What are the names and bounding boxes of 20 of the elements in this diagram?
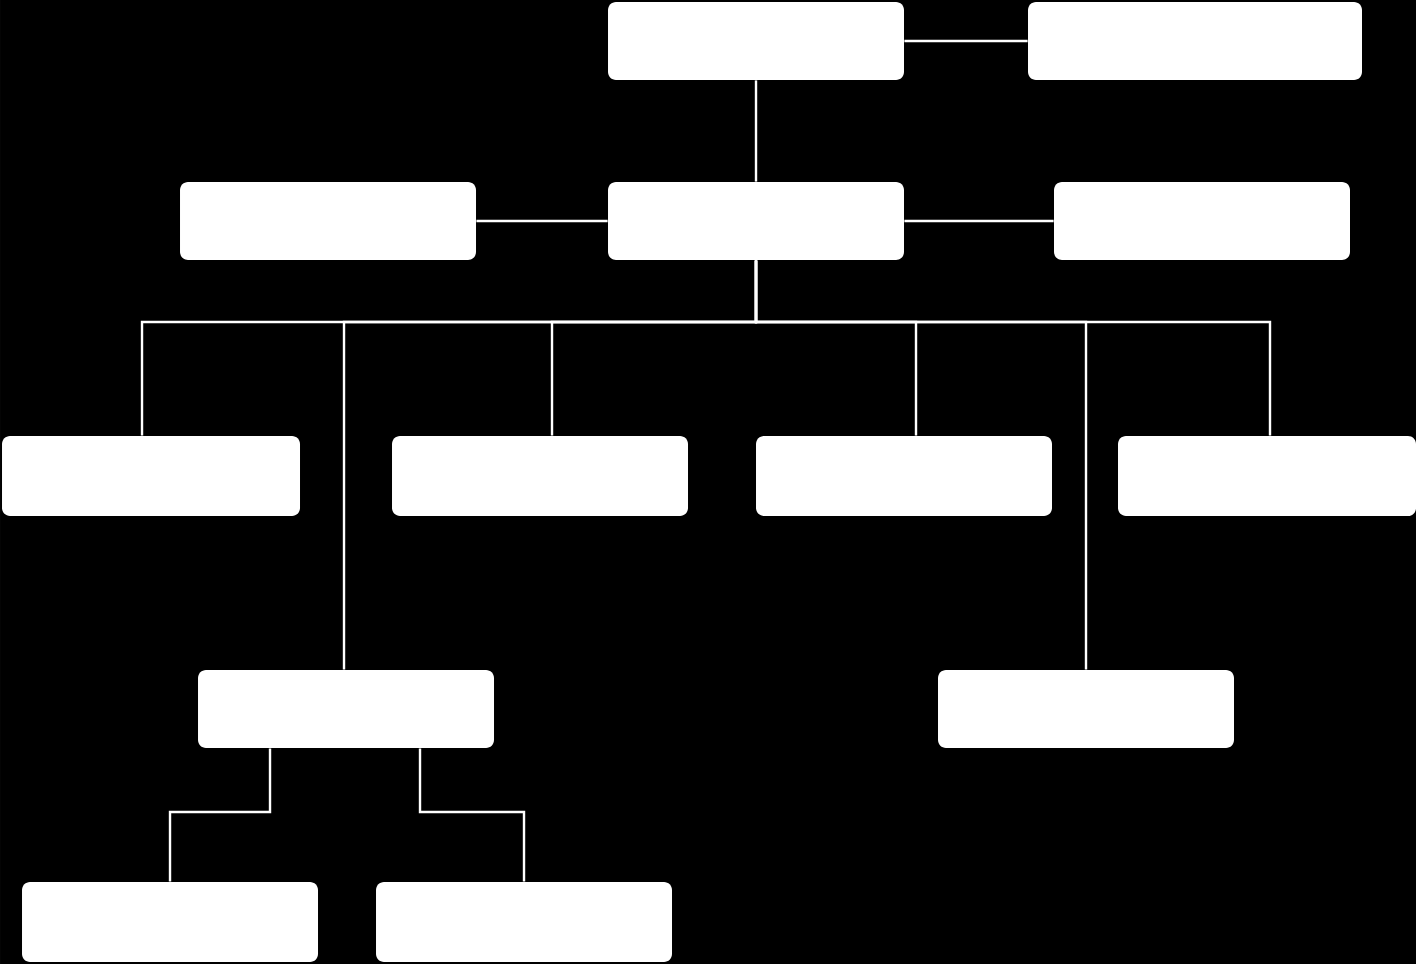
chart-box xyxy=(938,670,1234,748)
chart-box xyxy=(198,670,494,748)
chart-box xyxy=(376,882,672,962)
chart-box xyxy=(756,436,1052,516)
connector-line xyxy=(904,39,1028,43)
chart-box xyxy=(180,182,476,260)
chart-box xyxy=(1028,2,1362,80)
connector-line xyxy=(168,748,272,882)
chart-box xyxy=(1054,182,1350,260)
chart-box xyxy=(608,182,904,260)
connector-line xyxy=(418,748,526,882)
connector-line xyxy=(754,260,1088,670)
chart-box xyxy=(22,882,318,962)
chart-box xyxy=(608,2,904,80)
chart-box xyxy=(392,436,688,516)
connector-line xyxy=(904,219,1054,223)
connector-line xyxy=(476,219,608,223)
chart-box xyxy=(2,436,300,516)
chart-box xyxy=(1118,436,1416,516)
connector-line xyxy=(754,80,758,182)
